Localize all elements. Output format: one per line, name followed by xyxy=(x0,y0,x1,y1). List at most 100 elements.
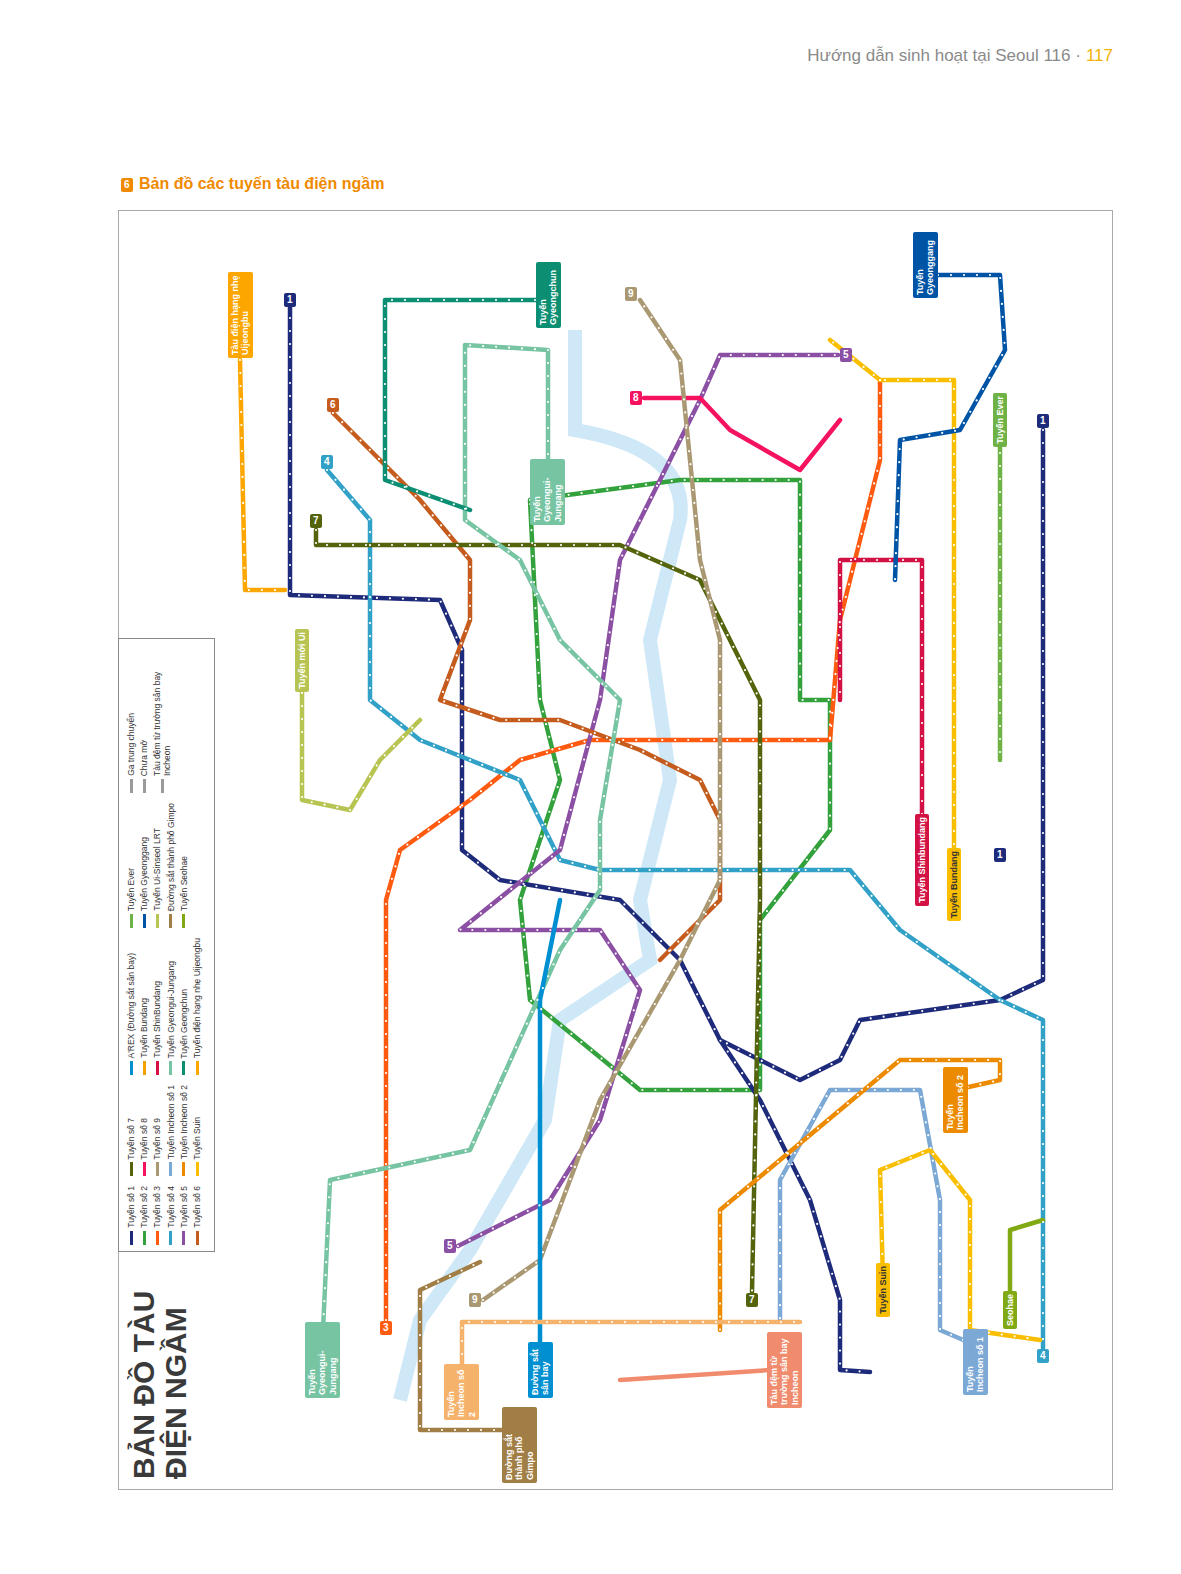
legend-text: Tuyến số 4 xyxy=(166,1186,176,1228)
legend-swatch xyxy=(161,779,164,793)
line-badge: Tuyến Incheon số 1 xyxy=(963,1329,988,1395)
badge-text: Tàu đệm từ trường sân bay Incheon xyxy=(769,1335,800,1405)
badge-text: Tuyến Ever xyxy=(995,396,1005,444)
section-badge: 6 xyxy=(121,178,133,192)
legend-text: Tuyến Seohae xyxy=(179,856,189,911)
legend-item: Tuyến số 5 xyxy=(179,1186,189,1245)
badge-text: 9 xyxy=(628,288,634,299)
line-number-badge: 5 xyxy=(840,348,852,362)
line-badge: Tuyến Incheon số 2 xyxy=(444,1364,479,1420)
legend-text: Tuyến số 6 xyxy=(192,1186,202,1228)
legend-swatch xyxy=(156,1231,159,1245)
badge-text: Tuyến Incheon số 2 xyxy=(945,1070,966,1130)
legend-swatch xyxy=(196,1162,199,1176)
legend-text: Tuyến Ui-Sinseol LRT xyxy=(152,828,162,911)
legend-text: Tuyến Ever xyxy=(126,868,136,911)
line-badge: Tàu đệm từ trường sân bay Incheon xyxy=(767,1332,802,1408)
line-badge: Tàu điện hạng nhẹ Uijeongbu xyxy=(228,272,253,358)
legend-item: Tuyến Incheon số 2 xyxy=(179,1085,189,1176)
legend-swatch xyxy=(196,1231,199,1245)
legend-swatch xyxy=(143,1061,146,1075)
badge-text: Tuyến Suin xyxy=(878,1266,888,1314)
legend-item: Tuyến ShinBundang xyxy=(152,981,162,1075)
line-badge: Tuyến Suin xyxy=(876,1263,890,1317)
legend-text: Tàu đệm từ trường sân bay Incheon xyxy=(152,646,172,776)
badge-text: Tuyến Gyeongui-Jungang xyxy=(532,462,563,522)
legend-item: Tuyến số 2 xyxy=(139,1186,149,1245)
legend-item: Tuyến số 7 xyxy=(126,1118,136,1177)
badge-text: Seohae xyxy=(1005,1294,1015,1326)
legend-item: Tuyến số 3 xyxy=(152,1186,162,1245)
legend-item: A'REX (Đường sắt sân bay) xyxy=(126,953,136,1075)
legend-text: Tuyến Incheon số 2 xyxy=(179,1085,189,1159)
legend-item: Tuyến Gyeongui-Jungang xyxy=(166,961,176,1076)
line-number-badge: 1 xyxy=(1037,414,1049,428)
legend-text: Tuyến số 5 xyxy=(179,1186,189,1228)
legend-swatch xyxy=(169,1061,172,1075)
line-number-badge: 4 xyxy=(321,455,333,469)
legend-swatch xyxy=(130,1231,133,1245)
legend-group: Ga trung chuyểnChưa mởTàu đệm từ trường … xyxy=(126,646,173,793)
legend-text: A'REX (Đường sắt sân bay) xyxy=(126,953,136,1058)
legend-item: Tuyến số 4 xyxy=(166,1186,176,1245)
legend-swatch xyxy=(169,1162,172,1176)
legend-item: Chưa mở xyxy=(139,740,149,793)
badge-text: Đường sắt sân bay xyxy=(530,1345,551,1395)
legend-item: Tuyến Geongchun xyxy=(179,989,189,1076)
line-badge: Tuyến Gyeongui-Jungang xyxy=(305,1322,340,1398)
legend-text: Tuyến Gyeonggang xyxy=(139,837,149,911)
legend-swatch xyxy=(182,1162,185,1176)
legend-swatch xyxy=(196,1061,199,1075)
badge-text: Tuyến Gyeongui-Jungang xyxy=(307,1325,338,1395)
line-number-badge: 3 xyxy=(380,1321,392,1335)
legend-text: Tuyến số 1 xyxy=(126,1186,136,1228)
legend-swatch xyxy=(143,1231,146,1245)
line-number-badge: 8 xyxy=(630,391,642,405)
legend-swatch xyxy=(143,914,146,928)
legend-item: Tuyến điện hạng nhẹ Uijeongbu xyxy=(192,938,202,1075)
line-badge: Tuyến Gyeongui-Jungang xyxy=(530,459,565,525)
line-number-badge: 1 xyxy=(284,293,296,307)
legend-group: Tuyến số 1Tuyến số 2Tuyến số 3 Tuyến số 4… xyxy=(126,1186,202,1245)
line-badge: Tuyến Gyeonggang xyxy=(913,232,938,298)
legend-swatch xyxy=(169,1231,172,1245)
badge-text: Tuyến Gyeongchun xyxy=(538,265,559,325)
legend-swatch xyxy=(130,779,133,793)
line-number-badge: 9 xyxy=(625,287,637,301)
line-badge: Tuyến Incheon số 2 xyxy=(943,1067,968,1133)
legend-item: Tuyến Incheon số 1 xyxy=(166,1085,176,1176)
badge-text: Tuyến Bundang xyxy=(949,851,959,918)
legend-swatch xyxy=(143,1162,146,1176)
legend-swatch xyxy=(156,914,159,928)
badge-text: Tuyến Incheon số 2 xyxy=(446,1367,477,1417)
legend-group: Tuyến số 7Tuyến số 8Tuyến số 9Tuyến Inch… xyxy=(126,1085,202,1176)
legend-item: Đường sắt thành phố Gimpo xyxy=(166,803,176,928)
legend-item: Tuyến Ever xyxy=(126,868,136,928)
legend-text: Tuyến số 7 xyxy=(126,1118,136,1160)
line-number-badge: 4 xyxy=(1037,1349,1049,1363)
legend-text: Tuyến Gyeongui-Jungang xyxy=(166,961,176,1059)
page-header: Hướng dẫn sinh hoạt tại Seoul 116 ·117 xyxy=(807,46,1113,66)
header-text: Hướng dẫn sinh hoạt tại Seoul 116 · xyxy=(807,46,1081,66)
line-badge: Đường sắt thành phố Gimpo xyxy=(502,1407,537,1483)
badge-text: Tuyến Incheon số 1 xyxy=(965,1332,986,1392)
legend-text: Tuyến ShinBundang xyxy=(152,981,162,1058)
section-title: Bản đồ các tuyến tàu điện ngầm xyxy=(139,175,384,193)
legend-swatch xyxy=(143,779,146,793)
legend-text: Tuyến Incheon số 1 xyxy=(166,1085,176,1159)
legend-swatch xyxy=(156,1061,159,1075)
legend-item: Tuyến Suin xyxy=(192,1117,202,1177)
legend-item: Tuyến Ui-Sinseol LRT xyxy=(152,828,162,928)
line-badge: Tuyến Gyeongchun xyxy=(536,262,561,328)
line-number-badge: 5 xyxy=(444,1239,456,1253)
legend-swatch xyxy=(169,914,172,928)
legend-swatch xyxy=(130,1061,133,1075)
legend-text: Tuyến số 3 xyxy=(152,1186,162,1228)
legend-item: Tàu đệm từ trường sân bay Incheon xyxy=(152,646,172,793)
line-number-badge: 7 xyxy=(310,514,322,528)
badge-text: Tuyến mới Ui xyxy=(297,632,307,689)
legend-text: Chưa mở xyxy=(139,740,149,776)
legend-text: Tuyến số 9 xyxy=(152,1118,162,1160)
badge-text: 1 xyxy=(997,849,1003,860)
legend-item: Tuyến Gyeonggang xyxy=(139,837,149,928)
